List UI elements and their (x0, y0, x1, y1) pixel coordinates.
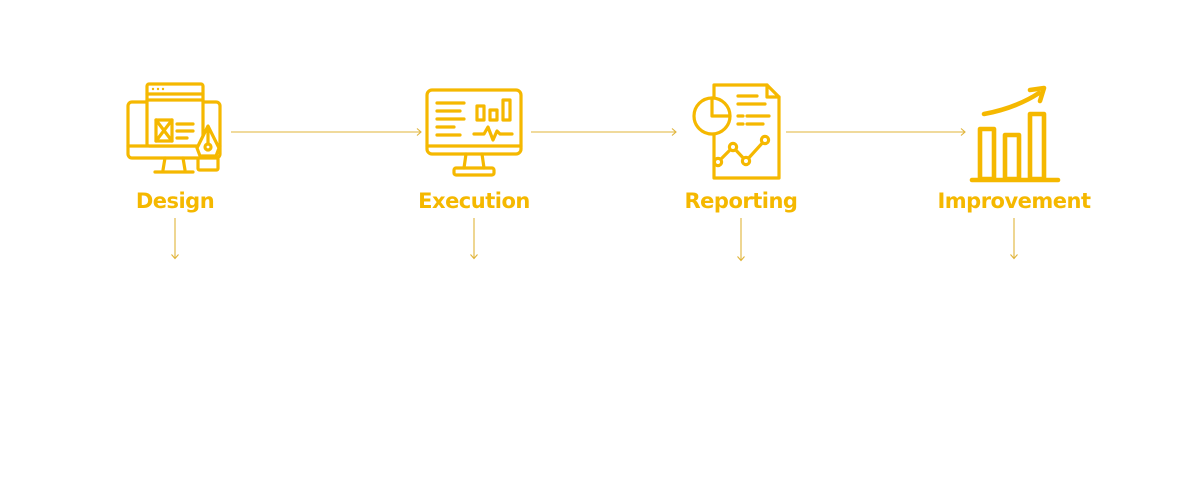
step-reporting: Reporting (641, 80, 841, 270)
step-execution: Execution (374, 80, 574, 270)
step-label-improvement: Improvement (937, 189, 1091, 213)
report-document-icon (692, 83, 781, 180)
step-design: Design (75, 80, 275, 270)
down-arrow-design (171, 218, 179, 260)
down-arrow-improvement (1010, 218, 1018, 260)
step-label-design: Design (135, 189, 215, 213)
web-design-icon (126, 82, 222, 174)
flow-arrow-design-to-execution (231, 128, 422, 136)
monitor-analytics-icon (425, 88, 523, 177)
step-label-execution: Execution (418, 189, 530, 213)
growth-chart-icon (969, 85, 1061, 183)
step-label-reporting: Reporting (684, 189, 798, 213)
flow-arrow-reporting-to-improvement (786, 128, 966, 136)
step-improvement: Improvement (914, 80, 1114, 270)
down-arrow-reporting (737, 218, 745, 262)
down-arrow-execution (470, 218, 478, 260)
flow-arrow-execution-to-reporting (531, 128, 677, 136)
